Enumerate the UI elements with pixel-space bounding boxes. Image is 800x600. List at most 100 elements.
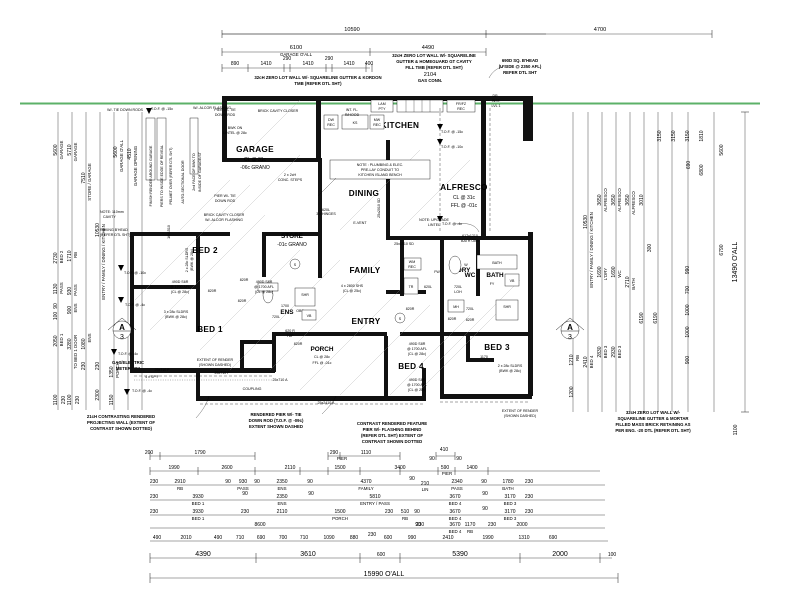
note-pier-tie-2: DOWN ROD [215, 113, 236, 117]
bt-r7-c5: 700 [279, 535, 288, 541]
bt-r6-2000: 2000 [516, 522, 527, 528]
tag-3x28c-sldrs-1: 3 x 28c SLDRS [164, 310, 189, 314]
bt-r7-c6: 710 [300, 535, 309, 541]
dim-1410a: 1410 [260, 61, 271, 67]
tof-mark-3: T.O.F. @ -4c [442, 222, 462, 226]
bt-r6-1170: 1170 [465, 522, 476, 528]
tag-820r-5: 820R [448, 317, 457, 321]
bt-row7: 490 2010 490 710 690 700 710 1090 880 23… [153, 532, 558, 541]
left-dim-garage-oall: 5600 [113, 146, 119, 157]
note-2nd-face-bwk-2: INSIDE OF GARAGE/ST [198, 151, 202, 192]
ld-230c: 230 [61, 396, 67, 405]
label-dw-rec-2: REC [327, 123, 335, 127]
bt-r1-90b: 90 [456, 456, 462, 462]
bt-r8-2000: 2000 [552, 551, 568, 558]
dim-290b: 290 [325, 56, 334, 62]
tag-4x2800shs-1: 4 x 2800 SHS [341, 284, 364, 288]
note-raking-bhead-2: (REFER DTL SHT) [100, 233, 130, 237]
ld-90a: 90 [53, 303, 59, 309]
room-label-ldry: L'DRY [452, 267, 471, 274]
note-110-cavity-2: CAVITY [103, 215, 116, 219]
label-720l: 720L [454, 285, 462, 289]
bt-r1-90a: 90 [429, 456, 435, 462]
bt-r5-3930: 3930 [192, 509, 203, 515]
ld-930: 930 [67, 287, 73, 296]
bt-r4-90b: 90 [308, 491, 314, 497]
bt-r6-230b: 230 [488, 522, 497, 528]
room-label-bed1: BED 1 [197, 325, 223, 334]
pantry-shelves [396, 99, 444, 113]
ld-900-lbl: ENS [73, 303, 78, 312]
ld-2300: 2300 [95, 389, 101, 400]
bt-r3-230b: 230 [525, 479, 534, 485]
tag-25x710f-2: 25x710 F [155, 368, 171, 372]
rd-rb-label: RB [575, 355, 580, 361]
note-gas-conn: GAS CONN. [418, 78, 442, 83]
ld-1150: 1150 [109, 394, 115, 405]
rd-bed4-2410: 2410 [583, 356, 589, 367]
note-zero-lot-homeguard-2: GUTTER & HOMEGUARD GT CAVITY [396, 59, 472, 64]
bt-r2-1500: 1500 [334, 465, 345, 471]
note-brick-cavity-closer-top: BRICK CAVITY CLOSER [258, 109, 299, 113]
dim-top-6100: 6100 [290, 45, 302, 51]
tof-mark-1: T.O.F. @ -15c [441, 130, 463, 134]
window-door-tags: 16x1510 2 x 28c SLDRS (BWK @ 28c) 490D S… [145, 198, 523, 405]
note-upgrade-lintel-1: NOTE: UPGRADE [419, 218, 449, 222]
tag-1170-bed3: 1170 [480, 355, 488, 359]
rd-10530: 10530 [583, 215, 589, 229]
room-label-bed4: BED 4 [398, 362, 424, 371]
left-dim-5600: 5600 [53, 144, 59, 155]
label-obs-ens: OBS [296, 309, 304, 313]
bottom-note-3-l1: CONTRAST RENDERED FEATURE [357, 421, 427, 426]
bt-r4-3170: 3170 [504, 494, 515, 500]
note-zero-lot-kordon-1: 32cH ZERO LOT WALL W/- SQUARELINE GUTTER… [254, 75, 381, 80]
label-lam-2: PTY [379, 107, 387, 111]
ld-930-lbl: PASS [73, 284, 78, 295]
bt-r3-bath-lbl: BATH [502, 486, 513, 491]
bottom-note-3-l4: CONTRAST SHOWN DOTTED [362, 439, 422, 444]
rd-3150b: 3150 [671, 130, 677, 141]
room-label-porch: PORCH [310, 346, 333, 353]
ld-1130: 1130 [53, 283, 59, 294]
bt-r2-2600: 2600 [221, 465, 232, 471]
bt-r4-2350: 2350 [276, 494, 287, 500]
left-dim-garage-oall-label: GARAGE O'ALL [119, 139, 124, 172]
tag-25x710a: 25x710 A [273, 378, 289, 382]
shr-fixture [495, 299, 519, 321]
ks-fixture [341, 114, 369, 130]
note-pier-tie-1: PIER W/- TIE [214, 108, 236, 112]
room-sub-alfresco-ffl: FFL @ -01c [451, 203, 478, 209]
rd-alf-lbl-a: ALFRESCO [603, 188, 608, 212]
bt-r3-rb-lbl: RB [177, 486, 183, 491]
tag-25x2010sd: 25x2010 SD [377, 198, 381, 218]
note-box-render-garage [145, 117, 156, 181]
floor-hatching [134, 99, 521, 396]
note-extent-render-r2: (SHOWN DASHED) [504, 414, 536, 418]
bt-r6-230: 230 [416, 522, 425, 528]
bt-r7-c10: 600 [384, 535, 393, 541]
bt-r4-230b: 230 [525, 494, 534, 500]
bottom-note-4-l4: PER ENG. -20 DTL (REFER DTL SHT) [615, 428, 691, 433]
ld-1710: 1710 [67, 250, 73, 261]
bt-r4-230: 230 [150, 494, 159, 500]
frfz-rec-fixture [446, 99, 476, 113]
tof-mark-2: T.O.F. @ -10c [441, 145, 463, 149]
room-sub-porch-cl: CL @ 28c [314, 355, 330, 359]
dim-1410b: 1410 [302, 61, 313, 67]
left-dimension-block: 5600 GARAGE 5710 GARAGE 7510 STORE / GAR… [53, 112, 202, 410]
label-loh: LOH [454, 290, 462, 294]
label-bath-tub: BATH [492, 261, 502, 265]
rd-3150a: 3150 [657, 130, 663, 141]
tag-490d-s8r-bed4-1: 490D S8R [409, 342, 426, 346]
rd-1100: 1100 [733, 424, 739, 435]
tag-820r-1: 820R [240, 278, 249, 282]
note-e-vent: E-VENT [353, 221, 367, 225]
label-1700-ens: 1700 [281, 304, 289, 308]
note-bcc-alcor-1: BRICK CAVITY CLOSER [204, 213, 245, 217]
rd-bath-label: BATH [631, 278, 636, 289]
ld-3280: 3280 [67, 338, 73, 349]
bt-r8-600: 600 [377, 552, 386, 558]
bt-r4-3670: 3670 [449, 494, 460, 500]
rd-300: 300 [647, 244, 653, 253]
bt-r7-c2: 490 [214, 535, 223, 541]
